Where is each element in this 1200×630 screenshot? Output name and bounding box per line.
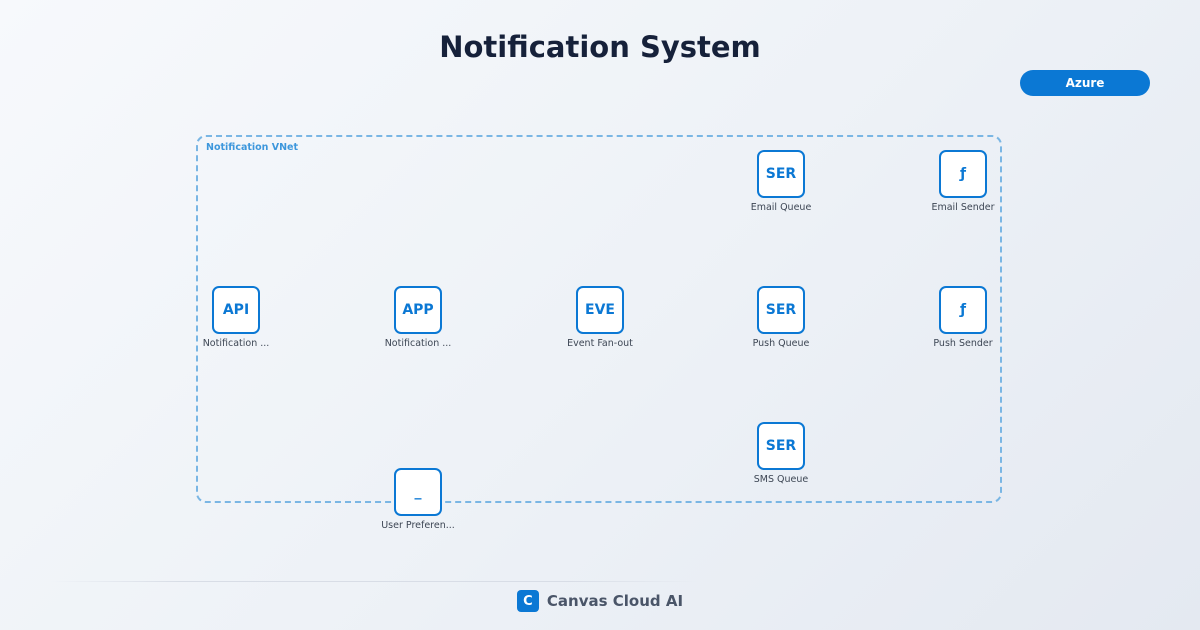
service-bus-icon: SER xyxy=(757,150,805,198)
node-user-preferences[interactable]: _ User Preferen... xyxy=(368,468,468,531)
vnet-group-label: Notification VNet xyxy=(206,142,299,153)
node-label: Push Sender xyxy=(933,338,993,349)
event-grid-icon: EVE xyxy=(576,286,624,334)
page-title: Notification System xyxy=(439,30,761,64)
service-bus-icon: SER xyxy=(757,422,805,470)
brand-name: Canvas Cloud AI xyxy=(546,592,684,610)
node-label: Event Fan-out xyxy=(567,338,633,349)
database-icon: _ xyxy=(394,468,442,516)
node-label: User Preferen... xyxy=(381,520,455,531)
node-label: Email Queue xyxy=(750,202,812,213)
node-notification-app[interactable]: APP Notification ... xyxy=(368,286,468,349)
api-icon: API xyxy=(212,286,260,334)
node-push-sender[interactable]: ƒ Push Sender xyxy=(913,286,1013,349)
service-bus-icon: SER xyxy=(757,286,805,334)
node-event-fanout[interactable]: EVE Event Fan-out xyxy=(550,286,650,349)
function-icon: ƒ xyxy=(939,150,987,198)
function-icon: ƒ xyxy=(939,286,987,334)
node-label: Push Queue xyxy=(752,338,810,349)
footer-divider xyxy=(50,581,700,582)
footer: C Canvas Cloud AI xyxy=(0,590,1200,612)
node-email-sender[interactable]: ƒ Email Sender xyxy=(913,150,1013,213)
app-service-icon: APP xyxy=(394,286,442,334)
node-label: Email Sender xyxy=(931,202,995,213)
node-label: Notification ... xyxy=(384,338,452,349)
node-email-queue[interactable]: SER Email Queue xyxy=(731,150,831,213)
node-push-queue[interactable]: SER Push Queue xyxy=(731,286,831,349)
provider-badge[interactable]: Azure xyxy=(1020,70,1150,96)
node-sms-queue[interactable]: SER SMS Queue xyxy=(731,422,831,485)
node-label: SMS Queue xyxy=(753,474,809,485)
vnet-group: Notification VNet xyxy=(196,135,1002,503)
node-notification-api[interactable]: API Notification ... xyxy=(186,286,286,349)
brand-logo-icon: C xyxy=(516,590,539,612)
node-label: Notification ... xyxy=(202,338,270,349)
